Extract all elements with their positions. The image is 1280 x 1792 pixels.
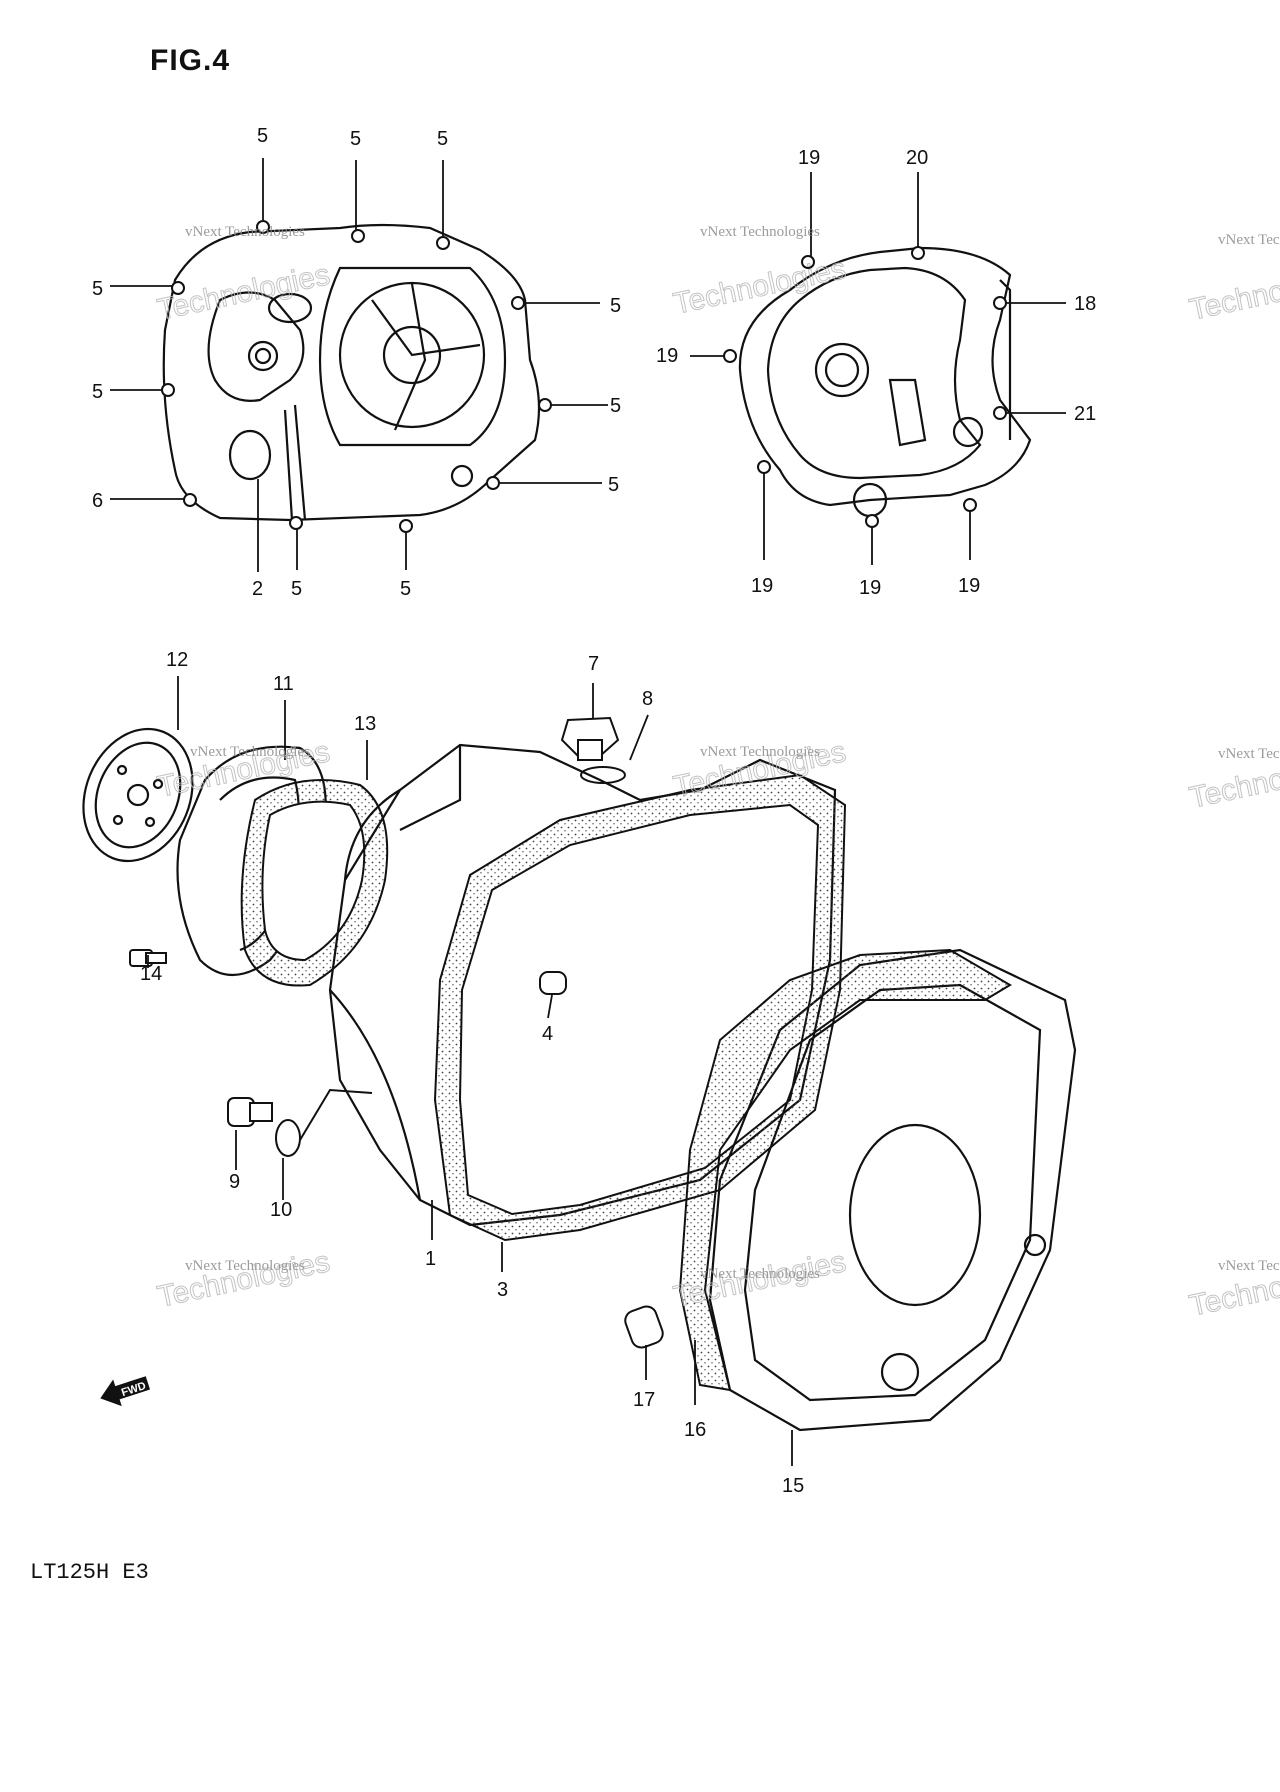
callout-20: 20 bbox=[906, 147, 928, 169]
part-14-bolt bbox=[129, 949, 167, 967]
right-cover-leaders bbox=[690, 172, 1066, 565]
callout-1: 1 bbox=[425, 1248, 436, 1270]
callout-15: 15 bbox=[782, 1475, 804, 1497]
part-9-drain-plug bbox=[227, 1097, 273, 1127]
callout-5: 5 bbox=[291, 578, 302, 600]
callout-5: 5 bbox=[608, 474, 619, 496]
callout-5: 5 bbox=[92, 278, 103, 300]
callout-10: 10 bbox=[270, 1199, 292, 1221]
callout-19: 19 bbox=[798, 147, 820, 169]
callout-19: 19 bbox=[958, 575, 980, 597]
clutch-cover-bolts bbox=[161, 220, 552, 533]
callout-8: 8 bbox=[642, 688, 653, 710]
callout-19: 19 bbox=[656, 345, 678, 367]
callout-14: 14 bbox=[140, 963, 162, 985]
callout-5: 5 bbox=[92, 381, 103, 403]
callout-5: 5 bbox=[610, 395, 621, 417]
callout-5: 5 bbox=[400, 578, 411, 600]
fwd-label: FWD bbox=[120, 1380, 148, 1399]
assembly-leaders bbox=[147, 676, 793, 1466]
watermark-text: vNext Technologies bbox=[190, 744, 310, 760]
callout-13: 13 bbox=[354, 713, 376, 735]
callout-2: 2 bbox=[252, 578, 263, 600]
right-cover-callouts: 19 20 18 19 21 19 19 19 bbox=[656, 147, 1096, 599]
callout-19: 19 bbox=[859, 577, 881, 599]
clutch-cover-leaders bbox=[110, 158, 608, 572]
part-8-o-ring bbox=[580, 766, 626, 784]
callout-16: 16 bbox=[684, 1419, 706, 1441]
watermark-text: vNext Technologies bbox=[700, 1266, 820, 1282]
clutch-cover-callouts: 5 5 5 5 5 5 5 5 5 5 6 2 bbox=[92, 125, 621, 600]
part-13-gasket bbox=[240, 779, 389, 987]
watermark-text: vNext Technologies bbox=[700, 224, 820, 240]
part-16-gasket bbox=[678, 948, 1012, 1392]
watermark-text: Technologies bbox=[1187, 258, 1280, 327]
watermark-text: vNext Technologies bbox=[1218, 232, 1280, 248]
callout-18: 18 bbox=[1074, 293, 1096, 315]
watermark-text: vNext Technologies bbox=[185, 1258, 305, 1274]
callout-5: 5 bbox=[350, 128, 361, 150]
part-7-filler-plug bbox=[560, 716, 620, 761]
callout-12: 12 bbox=[166, 649, 188, 671]
watermark-text: vNext Technologies bbox=[1218, 1258, 1280, 1274]
model-code: LT125H E3 bbox=[30, 1560, 149, 1585]
callout-9: 9 bbox=[229, 1171, 240, 1193]
figure-title: FIG.4 bbox=[150, 44, 231, 77]
watermark-text: Technologies bbox=[155, 1245, 333, 1314]
callout-21: 21 bbox=[1074, 403, 1096, 425]
watermark-text: vNext Technologies bbox=[185, 224, 305, 240]
callout-19: 19 bbox=[751, 575, 773, 597]
part-4-dowel bbox=[539, 971, 567, 995]
watermark-text: Technologies bbox=[671, 252, 849, 321]
clutch-cover bbox=[162, 223, 541, 522]
part-10-washer bbox=[275, 1088, 373, 1157]
part-12-cover-disc bbox=[82, 727, 194, 863]
watermark-text: vNext Technologies bbox=[700, 744, 820, 760]
callout-6: 6 bbox=[92, 490, 103, 512]
assembly-callouts: 12 11 13 14 7 8 4 9 10 1 3 17 16 15 bbox=[140, 649, 804, 1497]
part-17-dowel bbox=[624, 1305, 664, 1349]
right-cover-bolts bbox=[723, 246, 1007, 528]
callout-7: 7 bbox=[588, 653, 599, 675]
callout-5: 5 bbox=[257, 125, 268, 147]
fwd-arrow-icon: FWD bbox=[100, 1376, 151, 1407]
callout-11: 11 bbox=[273, 673, 294, 695]
watermark-text: vNext Technologies bbox=[1218, 746, 1280, 762]
callout-5: 5 bbox=[437, 128, 448, 150]
callout-3: 3 bbox=[497, 1279, 508, 1301]
callout-4: 4 bbox=[542, 1023, 553, 1045]
callout-17: 17 bbox=[633, 1389, 655, 1411]
callout-5: 5 bbox=[610, 295, 621, 317]
